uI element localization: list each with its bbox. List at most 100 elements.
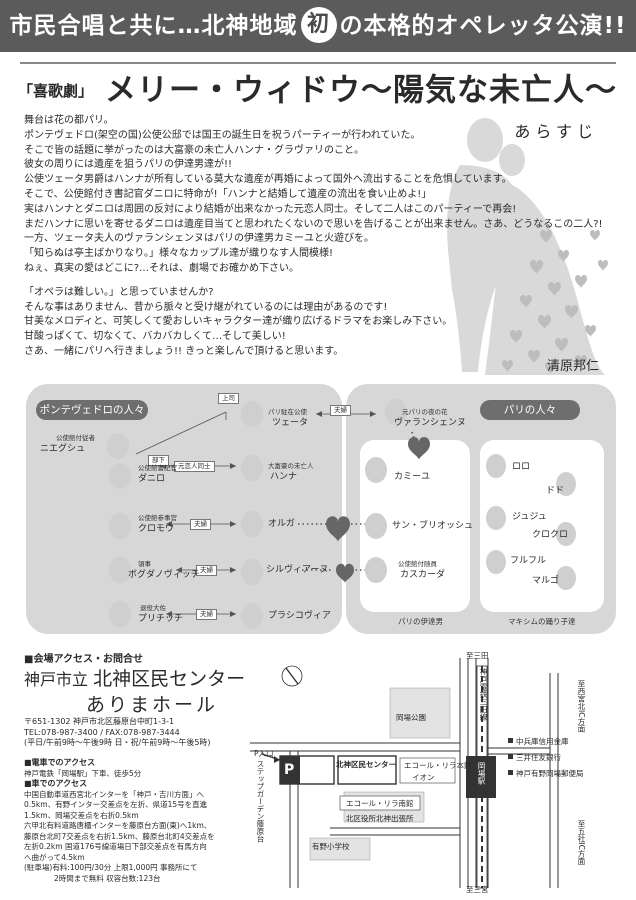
portrait-icon — [365, 557, 387, 583]
map-step-garden: ステップガーデン藤原台 — [256, 760, 265, 843]
relation-boss: 上司 — [218, 393, 239, 404]
grisette-name: ドド — [546, 486, 565, 496]
compass-icon — [281, 665, 303, 687]
access-map — [250, 658, 559, 889]
relation-ex-lovers: 元恋人同士 — [174, 461, 215, 472]
map-station[interactable]: 岡場駅 — [477, 762, 486, 785]
intro-line: 甘酸っぱくて、切なくて、バカバカしくて…そして美しい! — [24, 331, 286, 343]
train-access-title: ■電車でのアクセス — [24, 758, 96, 767]
portrait-icon — [241, 455, 263, 481]
name-zeta: ツェータ — [272, 418, 309, 428]
relation-lines — [107, 399, 576, 629]
synopsis-line: 舞台は花の都パリ。 — [24, 115, 114, 126]
synopsis-line: 「知らぬは亭主ばかりなり。」様々なカップル達が織りなす人間模様! — [24, 248, 334, 260]
car-access-line: へ曲がって4.5km — [24, 852, 85, 862]
map-bank-2: 三井住友銀行 — [516, 753, 561, 762]
venue-name: 北神区民センター — [93, 668, 246, 690]
venue-city-name: 神戸市立 北神区民センター — [24, 664, 245, 691]
portrait-icon — [109, 601, 131, 627]
role-danilo: 公使館書記官 — [138, 464, 177, 472]
portrait-icon — [556, 472, 576, 496]
portrait-icon — [556, 566, 576, 590]
name-pritschitsch: プリチッチ — [138, 614, 184, 624]
synopsis-line: 実はハンナとダニロは周囲の反対により結婚が出来なかった元恋人同士。そして二人はこ… — [24, 203, 517, 215]
portrait-icon — [109, 513, 131, 539]
portrait-icon — [486, 454, 506, 478]
synopsis-line: ポンテヴェドロ(架空の国)公使公邸では国王の誕生日を祝うパーティーが行われていた… — [24, 129, 421, 141]
map-school: 有野小学校 — [312, 842, 350, 851]
phone-line[interactable]: TEL:078-987-3400 / FAX:078-987-3444 — [24, 727, 180, 737]
name-bogdanovic: ボグダノヴィッチ — [128, 570, 200, 580]
synopsis-heading: あらすじ — [514, 122, 598, 141]
venue-section-title: ■会場アクセス・お問合せ — [24, 654, 143, 665]
car-access-line: 1.5km、岡場交差点を右折0.5km — [24, 810, 139, 820]
role-pritschitsch: 退役大佐 — [140, 604, 166, 612]
venue-address: 〒651-1302 神戸市北区藤原台中町1-3-1 TEL:078-987-34… — [24, 717, 211, 749]
car-access-line: 左折0.2km 国道176号線道場日下部交差点を有馬方向 — [24, 842, 207, 851]
map-aeon: イオン — [412, 773, 435, 782]
relation-couple-pritschitsch: 夫婦 — [196, 609, 217, 620]
role-valencienne: 元パリの夜の花 — [402, 408, 448, 416]
title-divider — [20, 62, 616, 64]
name-valencienne: ヴァランシェンヌ — [394, 418, 467, 428]
map-parking-entrance: P入口 — [254, 749, 274, 758]
grisettes-caption: マキシムの踊り子達 — [508, 617, 576, 626]
group-label-paris: パリの人々 — [480, 400, 580, 420]
page-title: メリー・ウィドウ〜陽気な未亡人〜 — [105, 72, 618, 109]
heart-icon — [336, 563, 354, 583]
portrait-icon — [365, 513, 387, 539]
map-bank-1: 中兵庫信用金庫 — [516, 737, 569, 746]
grisette-name: マルゴ — [532, 576, 559, 586]
map-to-nishinomiya-ic: 至西宮北IC方面 — [577, 680, 586, 733]
map-post-office: 神戸有野岡場郵便局 — [516, 769, 584, 778]
map-mall-south: エコール・リラ南館 — [346, 799, 414, 808]
name-niegus: ニエグシュ — [40, 444, 86, 454]
map-mall-main: エコール・リラ本館 — [404, 761, 472, 770]
role-zeta: パリ駐在公使 — [268, 408, 307, 416]
top-banner: 市民合唱と共に…北神地域初の本格的オペレッタ公演!! — [0, 0, 636, 52]
intro-line: 「オペラは難しい。」と思っていませんか? — [24, 286, 214, 298]
title-block: 「喜歌劇」メリー・ウィドウ〜陽気な未亡人〜 — [18, 68, 617, 112]
name-camille: カミーユ — [394, 472, 431, 482]
hours-line: (平日/午前9時〜午後9時 日・祝/午前9時〜午後5時) — [24, 738, 211, 747]
role-kromov: 公使館参事官 — [138, 514, 177, 522]
role-bogdanovic: 領事 — [138, 560, 151, 568]
map-park: 岡場公園 — [396, 713, 426, 722]
address-line: 〒651-1302 神戸市北区藤原台中町1-3-1 — [24, 717, 175, 726]
parking-line: 2時間まで無料 収容台数:123台 — [54, 873, 161, 883]
intro-line: そんな事はありません、昔から脈々と受け継がれているのには理由があるのです! — [24, 301, 388, 313]
map-rail-label: 神戸電鉄三田線 — [479, 668, 488, 721]
author-name: 清原邦仁 — [547, 359, 600, 374]
name-cascada: カスカーダ — [400, 570, 446, 580]
group-label-pontevedro: ポンテヴェドロの人々 — [36, 400, 148, 420]
grisette-name: ジュジュ — [512, 512, 547, 522]
intro-line: さあ、一緒にパリへ行きましょう!! きっと楽しんで頂けると思います。 — [24, 345, 344, 357]
grisette-name: ロロ — [512, 462, 531, 472]
portrait-icon — [486, 506, 506, 530]
synopsis-line: 彼女の周りには遺産を狙うパリの伊達男達が!! — [24, 159, 233, 171]
map-to-gosha-ic: 至五社IC方面 — [577, 820, 586, 865]
train-access-line: 神戸電鉄「岡場駅」下車、徒歩5分 — [24, 768, 142, 778]
role-cascada: 公使館付随員 — [398, 560, 437, 568]
synopsis-line: 一方、ツェータ夫人のヴァランシェンヌはパリの伊達男カミーユと火遊びを。 — [24, 233, 374, 245]
car-access-line: 0.5km、有野インター交差点を左折、県道15号を直進 — [24, 800, 208, 809]
portrait-icon — [241, 401, 263, 427]
banner-text-before: 市民合唱と共に…北神地域 — [9, 13, 298, 39]
portrait-icon — [365, 457, 387, 483]
relation-subordinate: 部下 — [148, 455, 169, 466]
synopsis-line: そこで、公使館付き書記官ダニロに特命が!「ハンナと結婚して遺産の流出を食い止めよ… — [24, 188, 432, 200]
synopsis-line: 公使ツェータ男爵はハンナが所有している莫大な遺産が再婚によって国外へ流出すること… — [24, 174, 512, 186]
access-info: ■電車でのアクセス 神戸電鉄「岡場駅」下車、徒歩5分 ■車でのアクセス 中国自動… — [24, 758, 215, 884]
portrait-icon — [385, 399, 407, 425]
banner-text-after: の本格的オペレッタ公演!! — [339, 13, 627, 39]
dancing-couple-illustration — [447, 118, 608, 375]
name-danilo: ダニロ — [138, 474, 166, 484]
car-access-line: 藤原台北町7交差点を右折1.5km、藤原台北町4交差点を — [24, 831, 215, 841]
name-hanna: ハンナ — [270, 472, 298, 482]
heart-icon — [408, 436, 430, 460]
synopsis-text: 舞台は花の都パリ。 ポンテヴェドロ(架空の国)公使公邸では国王の誕生日を祝うパー… — [24, 114, 603, 360]
map-venue[interactable]: 北神区民センター — [336, 760, 396, 769]
map-ward-office: 北区役所北神出張所 — [346, 814, 414, 823]
grisette-name: クロクロ — [532, 530, 569, 540]
intro-line: 甘美なメロディと、可笑しくて愛おしいキャラクター達が織り広げるドラマをお楽しみ下… — [24, 316, 453, 328]
